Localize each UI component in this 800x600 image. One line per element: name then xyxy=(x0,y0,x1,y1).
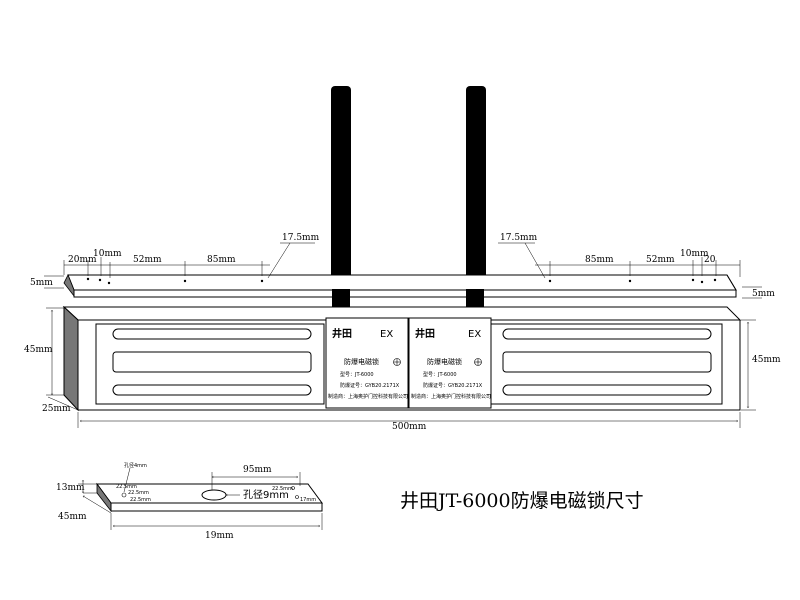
dim-body-height-left: 45mm xyxy=(24,345,53,355)
dim-left-85: 85mm xyxy=(207,255,236,265)
mount-hole-icon xyxy=(121,492,127,498)
dim-body-depth: 25mm xyxy=(42,404,71,414)
armature-plate xyxy=(96,482,323,513)
dim-right-85: 85mm xyxy=(585,255,614,265)
dim-left-20: 20mm xyxy=(68,255,97,265)
dim-offset-e: 17mm xyxy=(300,497,316,503)
nameplate-ex: EX xyxy=(468,329,481,340)
nameplate-right: 井田 EX 防爆电磁锁 型号：JT-6000 防爆证号：GYB20.2171X … xyxy=(411,327,491,400)
cable-right xyxy=(466,86,486,286)
mount-hole-icon xyxy=(291,486,295,490)
nameplate-cert: 防爆证号：GYB20.2171X xyxy=(340,382,400,389)
nameplate-maker: 制造商：上海奥护门控科技有限公司 xyxy=(411,393,491,400)
dim-offset-d: 22.5mm xyxy=(272,486,293,492)
dim-right-20: 20 xyxy=(704,255,716,265)
nameplate-product: 防爆电磁锁 xyxy=(427,357,462,366)
dim-right-52: 52mm xyxy=(646,255,675,265)
nameplate-product: 防爆电磁锁 xyxy=(344,357,379,366)
dim-hole-large: 孔径9mm xyxy=(243,488,289,501)
dim-plate-width: 45mm xyxy=(58,512,87,522)
dim-thickness-left: 5mm xyxy=(30,278,53,288)
mount-hole-icon xyxy=(295,495,299,499)
dim-thickness-right: 5mm xyxy=(752,289,775,299)
nameplate-maker: 制造商：上海奥护门控科技有限公司 xyxy=(328,393,408,400)
dim-plate-length: 19mm xyxy=(205,531,234,541)
cable-left xyxy=(331,86,351,286)
dim-body-height-right: 45mm xyxy=(752,355,781,365)
dim-hole-small: 孔径4mm xyxy=(124,462,147,469)
nameplate-model: 型号：JT-6000 xyxy=(340,371,374,378)
center-hole-icon xyxy=(201,489,227,501)
dim-body-length: 500mm xyxy=(392,422,427,432)
mounting-plate xyxy=(63,274,737,298)
nameplate-brand: 井田 xyxy=(332,327,352,340)
dim-offset-c: 22.5mm xyxy=(130,497,151,503)
dim-right-10: 10mm xyxy=(680,249,709,259)
nameplate-left: 井田 EX 防爆电磁锁 型号：JT-6000 防爆证号：GYB20.2171X … xyxy=(328,327,408,400)
dim-left-10: 10mm xyxy=(93,249,122,259)
nameplate-ex: EX xyxy=(380,329,393,340)
drawing-title: 井田JT-6000防爆电磁锁尺寸 xyxy=(400,490,644,512)
nameplate-cert: 防爆证号：GYB20.2171X xyxy=(423,382,483,389)
nameplate-brand: 井田 xyxy=(415,327,435,340)
dim-offset-b: 22.5mm xyxy=(128,490,149,496)
dim-offset-a: 22.5mm xyxy=(116,484,137,490)
dim-right-17-5: 17.5mm xyxy=(500,233,538,243)
dim-plate-span: 95mm xyxy=(243,465,272,475)
dim-plate-thickness: 13mm xyxy=(56,483,85,493)
dim-left-17-5: 17.5mm xyxy=(282,233,320,243)
lock-body xyxy=(62,305,742,412)
dim-left-52: 52mm xyxy=(133,255,162,265)
nameplate-model: 型号：JT-6000 xyxy=(423,371,457,378)
